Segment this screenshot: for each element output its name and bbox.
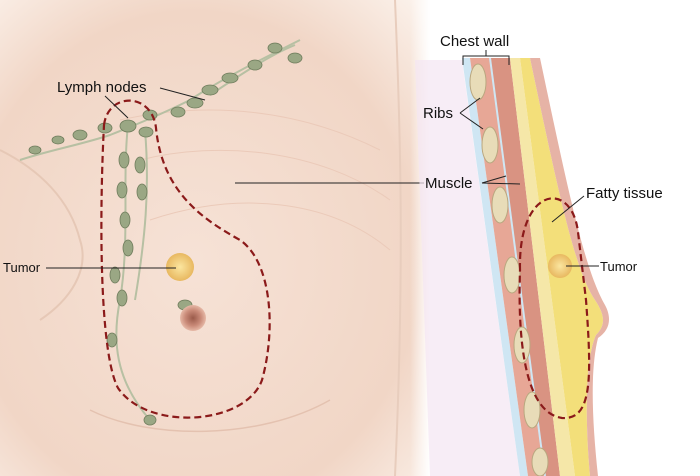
label-muscle: Muscle [425,175,473,192]
fatty-leader [551,195,585,223]
chest-wall-bracket [462,50,510,65]
label-fatty-tissue: Fatty tissue [586,185,663,202]
tumor-front [166,253,194,281]
nipple [180,305,206,331]
lymph-leader-2 [159,87,206,101]
label-tumor-side: Tumor [600,259,638,274]
breast-outline-side [518,197,591,420]
breast-outline-front [100,99,271,419]
chest-front-view [0,0,430,476]
ribs-leaders [459,97,484,130]
cross-section [415,57,610,476]
tumor-side [548,254,572,278]
label-ribs: Ribs [423,105,453,122]
muscle-leaders [481,175,521,185]
label-chest-wall: Chest wall [440,33,509,50]
lymph-leader-1 [104,95,129,119]
label-tumor-front: Tumor [3,260,41,275]
label-lymph-nodes: Lymph nodes [57,79,147,96]
